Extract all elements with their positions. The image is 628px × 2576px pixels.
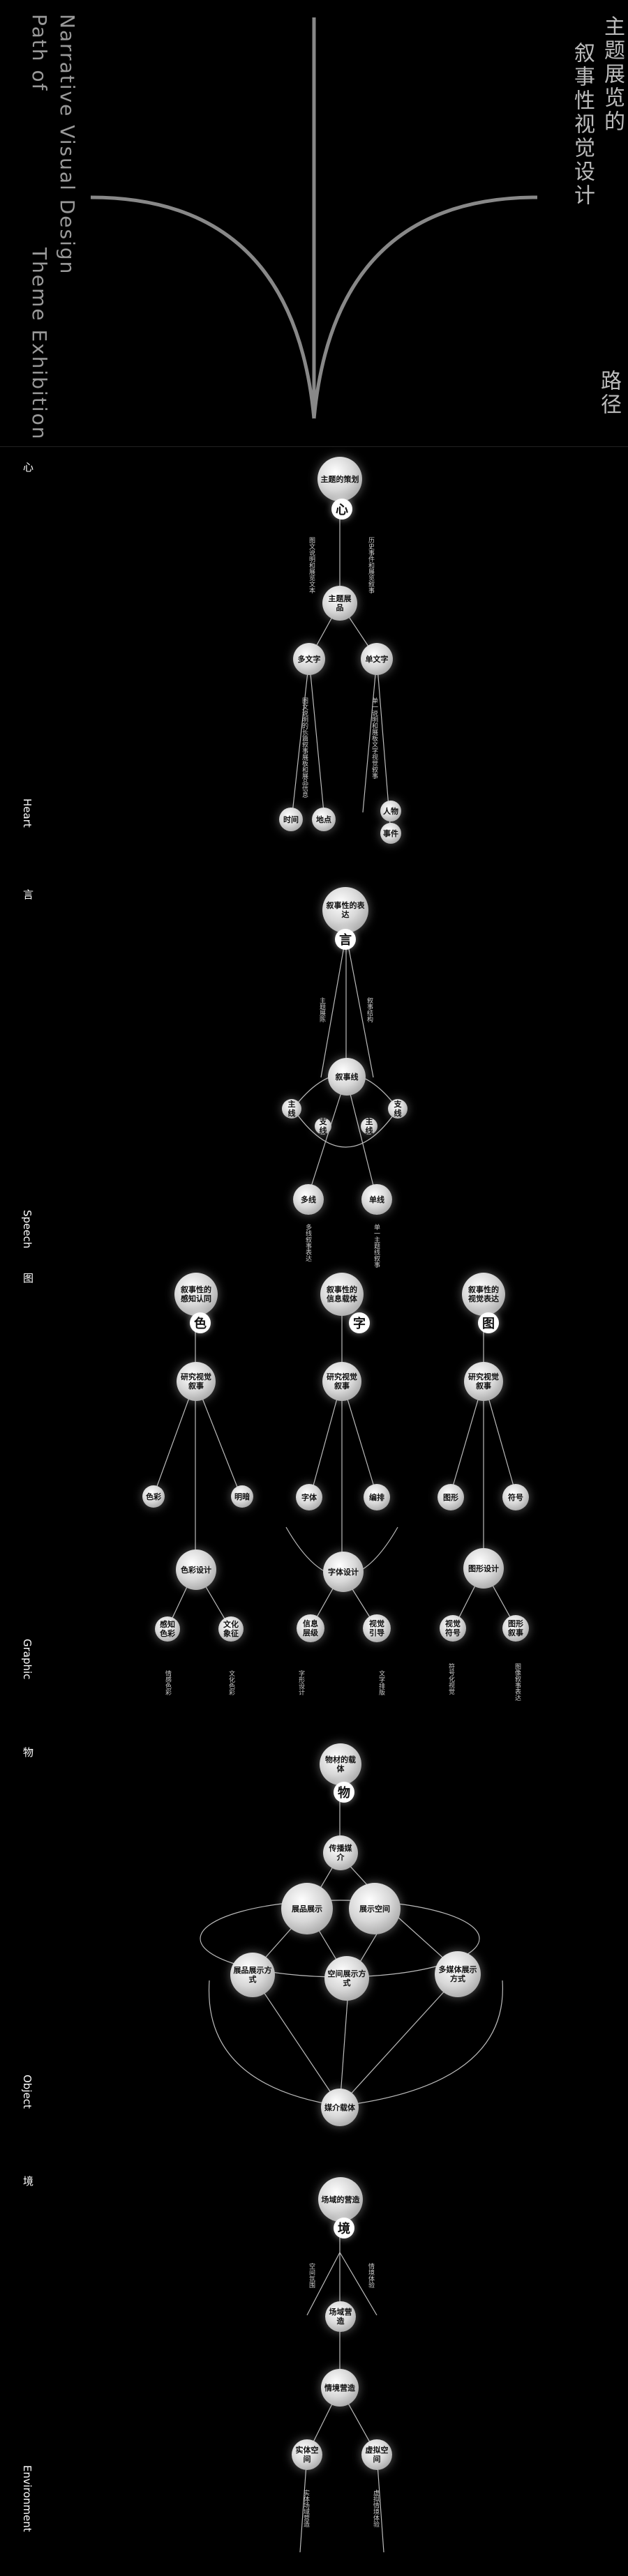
speech-side-2: 支线 — [315, 1117, 331, 1135]
object-glyph: 物 — [334, 1782, 354, 1803]
section-label-heart-en: Heart — [21, 798, 33, 828]
graphic-col2-top: 叙事性的信息载体 — [320, 1273, 364, 1316]
environment-top-node: 场域的营造 — [318, 2177, 363, 2222]
graphic-col3-note-1: 符号化视觉 — [447, 1663, 454, 1695]
heart-b-note: 单一说明和展板文字视觉叙事 — [371, 697, 377, 779]
environment-left-note: 空间氛围 — [308, 2263, 315, 2288]
object-hub-node: 媒介载体 — [321, 2089, 359, 2126]
speech-b-note: 单一主题线叙事 — [373, 1224, 380, 1268]
heart-top-node: 主题的策划 — [317, 457, 362, 501]
speech-glyph: 言 — [335, 929, 356, 950]
graphic-col1-side-1: 色彩 — [142, 1485, 165, 1508]
heart-leaf-1: 时间 — [279, 808, 303, 831]
section-divider — [0, 446, 628, 447]
graphic-col1-hub: 色彩设计 — [176, 1550, 216, 1590]
graphic-col3-glyph: 图 — [478, 1312, 499, 1333]
section-label-object-en: Object — [21, 2075, 33, 2109]
graphic-col3-top: 叙事性的视觉表达 — [462, 1273, 505, 1316]
graphic-col1-top: 叙事性的感知认同 — [174, 1273, 218, 1316]
heart-right-note: 历史事件和展览叙事 — [367, 537, 374, 593]
speech-side-1: 主线 — [282, 1099, 301, 1119]
graphic-col1-note-2: 文化色彩 — [227, 1670, 234, 1695]
object-top-node: 物材的载体 — [320, 1743, 361, 1785]
graphic-col3-note-2: 图像叙事表达 — [514, 1663, 521, 1701]
object-sub-1: 展品展示方式 — [230, 1953, 275, 1997]
graphic-col2-leaf-2: 视觉引导 — [363, 1614, 391, 1642]
environment-a-note: 实体场域营造 — [302, 2490, 309, 2527]
object-left-node: 展品展示 — [281, 1883, 333, 1934]
graphic-col2-note-1: 字形设计 — [297, 1670, 304, 1695]
section-label-environment-cn: 境 — [22, 2176, 34, 2186]
speech-hub-node: 叙事线 — [328, 1058, 366, 1096]
title-cn-line3: 路径 — [597, 370, 621, 417]
heart-leaf-3: 人物 — [380, 801, 401, 821]
graphic-col2-note-2: 文字排版 — [377, 1670, 384, 1695]
section-label-speech-en: Speech — [21, 1210, 33, 1249]
environment-b-note: 虚拟情境体验 — [372, 2490, 379, 2527]
heart-a-note: 图文说明的长篇叙事展板和展品信息 — [301, 697, 308, 798]
speech-side-3: 主线 — [361, 1117, 377, 1135]
environment-right-note: 情境体验 — [367, 2263, 374, 2288]
heart-glyph: 心 — [331, 499, 352, 520]
graphic-col1-glyph: 色 — [190, 1312, 211, 1333]
graphic-col3-side-1: 图形 — [438, 1484, 464, 1510]
graphic-col1-side-2: 明暗 — [231, 1485, 253, 1508]
object-mid-node: 传播媒介 — [323, 1835, 358, 1870]
speech-right-note: 叙事结构 — [366, 997, 373, 1022]
title-en-line2: Path of — [28, 14, 51, 92]
graphic-col3-hub: 图形设计 — [463, 1548, 504, 1589]
environment-b-node: 虚拟空间 — [361, 2439, 392, 2470]
section-label-object-cn: 物 — [22, 1747, 34, 1757]
speech-left-note: 主题展陈 — [318, 997, 325, 1022]
graphic-col1-leaf-1: 感知色彩 — [155, 1616, 180, 1642]
graphic-col1-note-1: 情感色彩 — [164, 1670, 171, 1695]
graphic-col2-mid: 研究视觉叙事 — [322, 1362, 361, 1401]
section-label-speech-cn: 言 — [22, 889, 34, 900]
title-cn-line1: 主题展览的 — [600, 15, 625, 134]
heart-leaf-4: 事件 — [380, 823, 401, 844]
heart-a-node: 多文字 — [293, 643, 325, 675]
object-sub-2: 空间展示方式 — [324, 1956, 369, 2001]
section-label-environment-en: Environment — [21, 2465, 33, 2532]
environment-mid-node: 场域营造 — [325, 2301, 356, 2332]
title-cn-line2: 叙事性视觉设计 — [570, 42, 595, 208]
heart-b-node: 单文字 — [361, 643, 393, 675]
section-label-heart-cn: 心 — [22, 462, 34, 472]
speech-b-node: 单线 — [361, 1184, 392, 1215]
graphic-col3-side-2: 符号 — [502, 1484, 529, 1510]
title-en-line3: Theme Exhibition — [28, 248, 51, 441]
graphic-col2-hub: 字体设计 — [323, 1552, 364, 1592]
title-en-line1: Narrative Visual Design — [56, 14, 79, 275]
graphic-col2-leaf-1: 信息层级 — [297, 1614, 324, 1642]
section-label-graphic-cn: 图 — [22, 1273, 34, 1283]
object-right-node: 展示空间 — [349, 1883, 401, 1934]
graphic-col3-leaf-1: 视觉符号 — [440, 1615, 466, 1642]
graphic-col3-mid: 研究视觉叙事 — [464, 1362, 503, 1401]
speech-a-node: 多线 — [293, 1184, 324, 1215]
graphic-col2-side-1: 字体 — [296, 1484, 322, 1510]
heart-mid-node: 主题展品 — [322, 586, 357, 621]
speech-top-node: 叙事性的表达 — [322, 887, 368, 933]
environment-hub-node: 情境营造 — [321, 2369, 359, 2407]
section-label-graphic-en: Graphic — [21, 1639, 33, 1680]
graphic-col2-glyph: 字 — [349, 1312, 370, 1333]
speech-side-4: 支线 — [388, 1099, 408, 1119]
graphic-col3-leaf-2: 图形叙事 — [502, 1615, 529, 1642]
environment-a-node: 实体空间 — [292, 2439, 322, 2470]
heart-leaf-2: 地点 — [312, 808, 336, 831]
object-sub-3: 多媒体展示方式 — [435, 1951, 481, 1997]
graphic-col1-mid: 研究视觉叙事 — [177, 1362, 216, 1401]
heart-left-note: 图文说明和展览文本 — [308, 537, 315, 593]
speech-a-note: 多线叙事表达 — [304, 1224, 311, 1262]
graphic-col2-side-2: 编排 — [364, 1484, 390, 1510]
environment-glyph: 境 — [334, 2218, 354, 2238]
graphic-col1-leaf-2: 文化象征 — [218, 1616, 244, 1642]
